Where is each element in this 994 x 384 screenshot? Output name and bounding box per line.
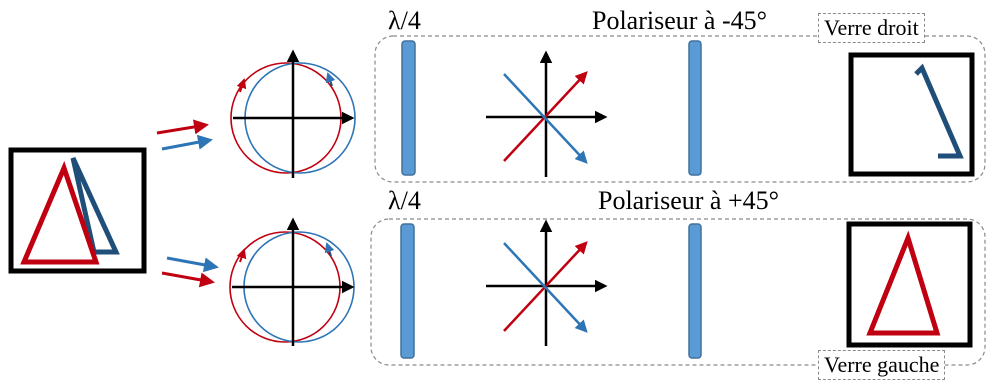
red-rotation-arrow	[236, 78, 247, 93]
right-glass-view	[848, 52, 975, 177]
polarizer-plate-top	[688, 40, 702, 176]
source-frame	[8, 147, 147, 274]
blue-rotation-arrow	[325, 72, 336, 87]
polarizer-axes-bottom	[486, 219, 608, 346]
right-glass-frame	[848, 52, 975, 177]
polarizer-label-top: Polariseur à -45°	[592, 6, 768, 35]
red-rotation-arrow	[236, 248, 247, 263]
polarizer-label-bottom: Polariseur à +45°	[598, 186, 780, 215]
blue-beam-arrow-top	[161, 134, 213, 151]
circular-polarization-top	[230, 49, 356, 178]
left-glass-tag: Verre gauche	[818, 350, 946, 381]
source-stereo-image	[8, 147, 147, 274]
quarter-wave-label-bottom: λ/4	[388, 186, 421, 215]
left-eye-panel	[370, 218, 986, 366]
blue-polarization-direction	[503, 242, 588, 333]
circular-polarization-bottom	[229, 217, 355, 346]
right-eye-panel	[374, 35, 986, 183]
left-glass-frame	[846, 221, 973, 348]
blue-triangle-seen	[914, 63, 964, 159]
blue-beam-arrow-bottom	[166, 256, 219, 273]
red-triangle-seen	[866, 230, 941, 336]
polarizer-plate-bottom	[688, 223, 702, 359]
quarter-wave-plate-top	[401, 40, 416, 176]
quarter-wave-label-top: λ/4	[388, 6, 421, 35]
polarizer-axes-top	[486, 50, 608, 177]
quarter-wave-plate-bottom	[400, 223, 415, 359]
red-beam-arrow-top	[156, 119, 209, 135]
blue-rotation-arrow	[324, 242, 335, 257]
right-glass-tag: Verre droit	[818, 13, 925, 44]
blue-polarization-direction	[503, 73, 588, 164]
red-beam-arrow-bottom	[161, 271, 215, 288]
red-triangle-source	[20, 161, 100, 265]
left-glass-view	[846, 221, 973, 348]
blue-triangle-source	[70, 156, 120, 255]
